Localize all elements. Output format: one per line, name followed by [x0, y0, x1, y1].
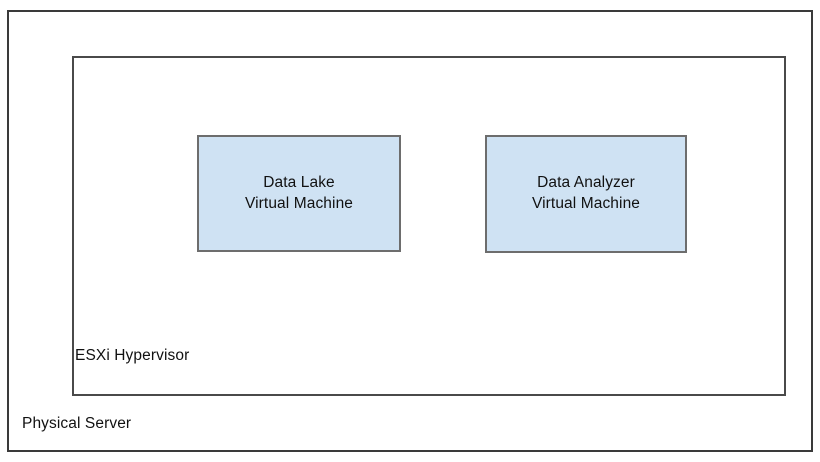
physical-server-container — [7, 10, 813, 452]
physical-server-label: Physical Server — [22, 415, 132, 432]
data-analyzer-vm-box[interactable]: Data Analyzer Virtual Machine — [485, 135, 687, 253]
data-lake-vm-label-line2: Virtual Machine — [244, 194, 354, 212]
data-lake-vm-box[interactable]: Data Lake Virtual Machine — [197, 135, 401, 252]
data-lake-vm-label-line1: Data Lake — [263, 173, 335, 191]
data-analyzer-vm-label-line1: Data Analyzer — [537, 174, 635, 192]
data-analyzer-vm-label-line2: Virtual Machine — [531, 195, 641, 212]
esxi-hypervisor-label: ESXi Hypervisor — [75, 347, 190, 364]
